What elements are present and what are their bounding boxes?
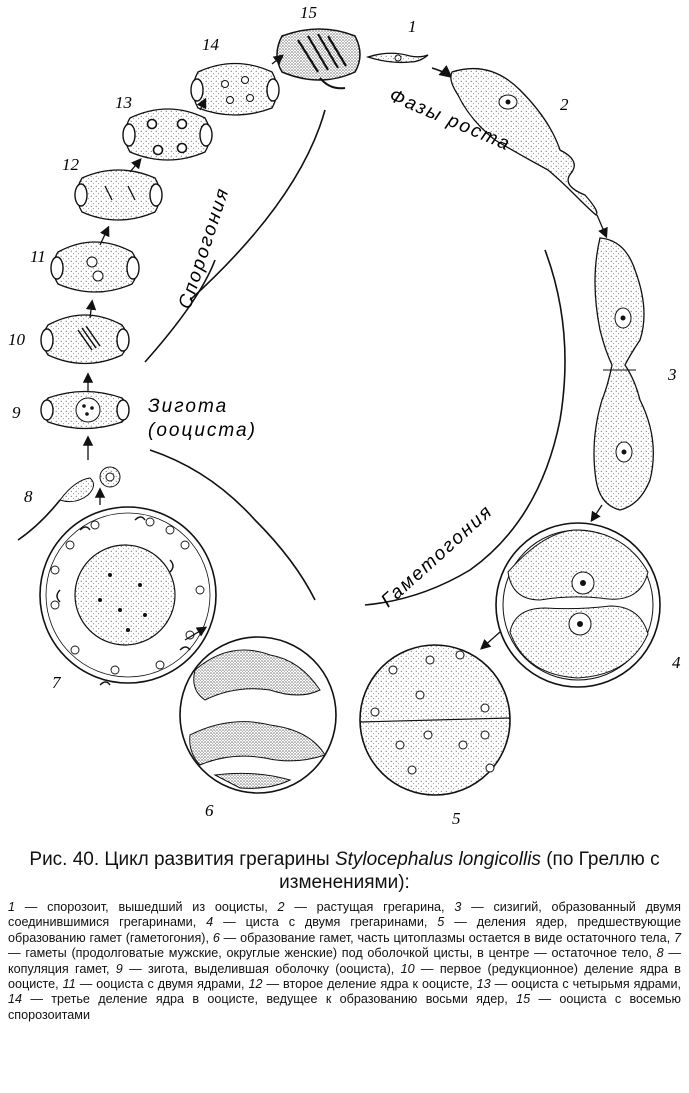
stage-3-syzygy bbox=[593, 237, 654, 511]
legend-text: — второе деление ядра к ооцисте, bbox=[262, 977, 477, 992]
legend-number: 12 bbox=[248, 977, 263, 992]
label-zygote: Зигота bbox=[148, 396, 228, 417]
stage-8-copulation bbox=[59, 466, 121, 503]
num-4: 4 bbox=[672, 653, 681, 672]
legend-number: 11 bbox=[62, 977, 76, 992]
legend-text: — ооциста с двумя ядрами, bbox=[75, 977, 249, 992]
stage-4-cyst bbox=[495, 522, 661, 688]
caption-legend: 1 — спорозоит, вышедший из ооцисты, 2 — … bbox=[8, 900, 681, 1023]
num-3: 3 bbox=[667, 365, 677, 384]
life-cycle-diagram: 1 2 3 4 5 6 7 8 9 10 11 12 13 14 15 Фазы… bbox=[8, 3, 681, 828]
stage-6-gamete-formation bbox=[179, 636, 337, 794]
legend-text: — циста с двумя грегаринами, bbox=[213, 915, 438, 930]
num-10: 10 bbox=[8, 330, 26, 349]
legend-number: 5 bbox=[437, 915, 445, 930]
label-oocyst: (ооциста) bbox=[148, 420, 257, 441]
num-8: 8 bbox=[24, 487, 33, 506]
stage-13-oocyst-four-nuclei bbox=[122, 108, 213, 161]
legend-number: 13 bbox=[476, 977, 491, 992]
legend-text: — сизигий, образованный двумя соединивши… bbox=[8, 900, 681, 930]
legend-text: — ооциста с восемью спорозоитами bbox=[8, 992, 681, 1022]
legend-text: — образование гамет, часть цитоплазмы ос… bbox=[219, 930, 674, 945]
legend-number: 9 bbox=[115, 961, 123, 976]
legend-text: — зигота, выделившая оболочку (ооциста), bbox=[122, 961, 401, 976]
num-12: 12 bbox=[62, 155, 80, 174]
legend-number: 3 bbox=[454, 900, 462, 914]
legend-number: 7 bbox=[674, 930, 682, 945]
stage-1-sporozoite bbox=[365, 52, 429, 64]
stage-14-oocyst-third-division bbox=[190, 62, 280, 116]
stage-15-oocyst-eight-sporozoites bbox=[276, 28, 361, 90]
stage-11-oocyst-two-nuclei bbox=[50, 241, 140, 293]
legend-text: — первое (редукционное) деление ядра в о… bbox=[8, 961, 682, 992]
legend-number: 2 bbox=[277, 900, 285, 914]
stage-12-oocyst-second-division bbox=[74, 169, 163, 221]
num-1: 1 bbox=[408, 17, 417, 36]
num-5: 5 bbox=[452, 809, 461, 828]
legend-text: — спорозоит, вышедший из ооцисты, bbox=[15, 900, 278, 914]
stage-5-nuclear-division bbox=[359, 644, 511, 796]
num-13: 13 bbox=[115, 93, 132, 112]
num-15: 15 bbox=[300, 3, 317, 22]
stage-numbers: 1 2 3 4 5 6 7 8 9 10 11 12 13 14 15 bbox=[8, 3, 681, 828]
num-6: 6 bbox=[205, 801, 214, 820]
num-14: 14 bbox=[202, 35, 220, 54]
cycle-lines bbox=[17, 65, 566, 606]
num-2: 2 bbox=[560, 95, 569, 114]
label-gametogony: Гаметогония bbox=[377, 501, 497, 612]
legend-text: — ооциста с четырьмя ядрами, bbox=[490, 977, 682, 992]
legend-number: 1 bbox=[8, 900, 16, 914]
label-sporogony: Спорогония bbox=[175, 184, 234, 311]
stage-2-growing-gregarine bbox=[450, 68, 598, 216]
num-11: 11 bbox=[30, 247, 46, 266]
num-7: 7 bbox=[52, 673, 62, 692]
stage-7-gametes bbox=[39, 506, 217, 686]
stage-10-oocyst-first-division bbox=[40, 314, 130, 365]
legend-text: — копуляция гамет, bbox=[8, 946, 681, 976]
legend-text: — деления ядер, предшествующие образован… bbox=[8, 915, 681, 945]
num-9: 9 bbox=[12, 403, 21, 422]
caption-title: Рис. 40. Цикл развития грегарины Styloce… bbox=[29, 849, 660, 893]
stage-9-zygote bbox=[40, 390, 130, 430]
legend-number: 6 bbox=[212, 930, 220, 945]
legend-number: 15 bbox=[516, 992, 531, 1007]
legend-text: — гаметы (продолговатые мужские, округлы… bbox=[8, 946, 657, 961]
legend-text: — третье деление ядра в ооцисте, ведущее… bbox=[22, 992, 517, 1007]
legend-number: 14 bbox=[8, 992, 23, 1007]
legend-number: 10 bbox=[400, 961, 415, 976]
stage-arrows bbox=[82, 54, 608, 650]
legend-number: 8 bbox=[656, 946, 664, 961]
legend-text: — растущая грегарина, bbox=[284, 900, 455, 914]
species-name: Stylocephalus longicollis bbox=[334, 849, 541, 870]
figure-caption: Рис. 40. Цикл развития грегарины Styloce… bbox=[0, 848, 689, 1023]
legend-number: 4 bbox=[206, 915, 214, 930]
